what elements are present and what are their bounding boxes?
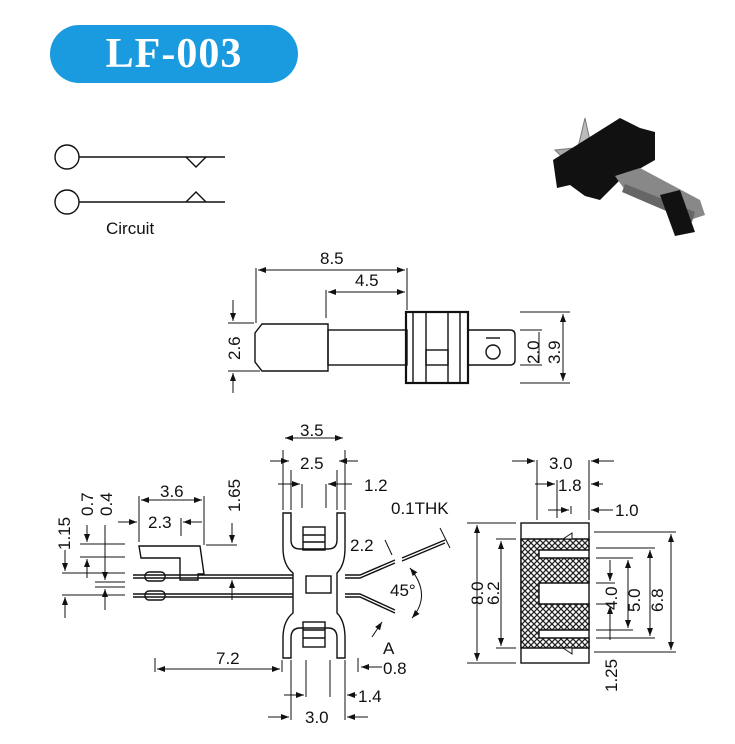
dim-tab: 1.2 (364, 476, 388, 495)
dim-lead-width: 2.2 (350, 536, 374, 555)
end-view: 3.0 1.8 1.0 8.0 6.2 6.8 5.0 4.0 1.25 (467, 454, 676, 692)
dim-end-bottom: 1.25 (602, 659, 621, 692)
dim-end-inner: 1.8 (558, 476, 582, 495)
dim-overall: 8.5 (320, 249, 344, 268)
circuit-label: Circuit (106, 219, 154, 238)
circuit-symbol: Circuit (54, 144, 225, 238)
dim-plunger-height: 2.6 (225, 336, 244, 360)
dim-pitch: 1.4 (358, 687, 382, 706)
dim-actuator-short: 2.3 (148, 513, 172, 532)
dim-terminal-width: 2.0 (524, 340, 543, 364)
dim-offset-3: 0.4 (97, 492, 116, 516)
dim-inner-top: 2.5 (300, 454, 324, 473)
dim-end-inner-height: 6.2 (484, 581, 503, 605)
dim-end-height: 8.0 (468, 581, 487, 605)
dim-width-bottom: 3.0 (305, 708, 329, 727)
side-view: 8.5 4.5 2.6 3.9 2.0 (225, 249, 570, 393)
dim-width-top: 3.5 (300, 421, 324, 440)
dim-angle: 45° (390, 581, 416, 600)
dim-end-slot-height: 4.0 (602, 586, 621, 610)
dim-actuator-height: 1.65 (225, 479, 244, 512)
dim-end-slot: 1.0 (615, 501, 639, 520)
dim-housing-height: 3.9 (545, 340, 564, 364)
product-photo (553, 117, 705, 236)
dim-end-outer-height: 6.8 (648, 588, 667, 612)
front-view: 3.5 2.5 1.2 0.1THK 2.2 45° A 7.2 0.8 1.4… (55, 421, 451, 727)
model-title-badge: LF-003 (50, 25, 298, 83)
dim-offset-2: 0.7 (78, 492, 97, 516)
dim-gap: 0.8 (383, 659, 407, 678)
model-title: LF-003 (105, 31, 243, 77)
dim-actuator: 4.5 (355, 271, 379, 290)
detail-a-label: A (383, 639, 395, 658)
dim-end-width: 3.0 (549, 454, 573, 473)
dim-actuator-length: 3.6 (160, 482, 184, 501)
dim-lead-length: 7.2 (216, 649, 240, 668)
dim-thickness: 0.1THK (391, 499, 449, 518)
dim-offset-1: 1.15 (55, 517, 74, 550)
